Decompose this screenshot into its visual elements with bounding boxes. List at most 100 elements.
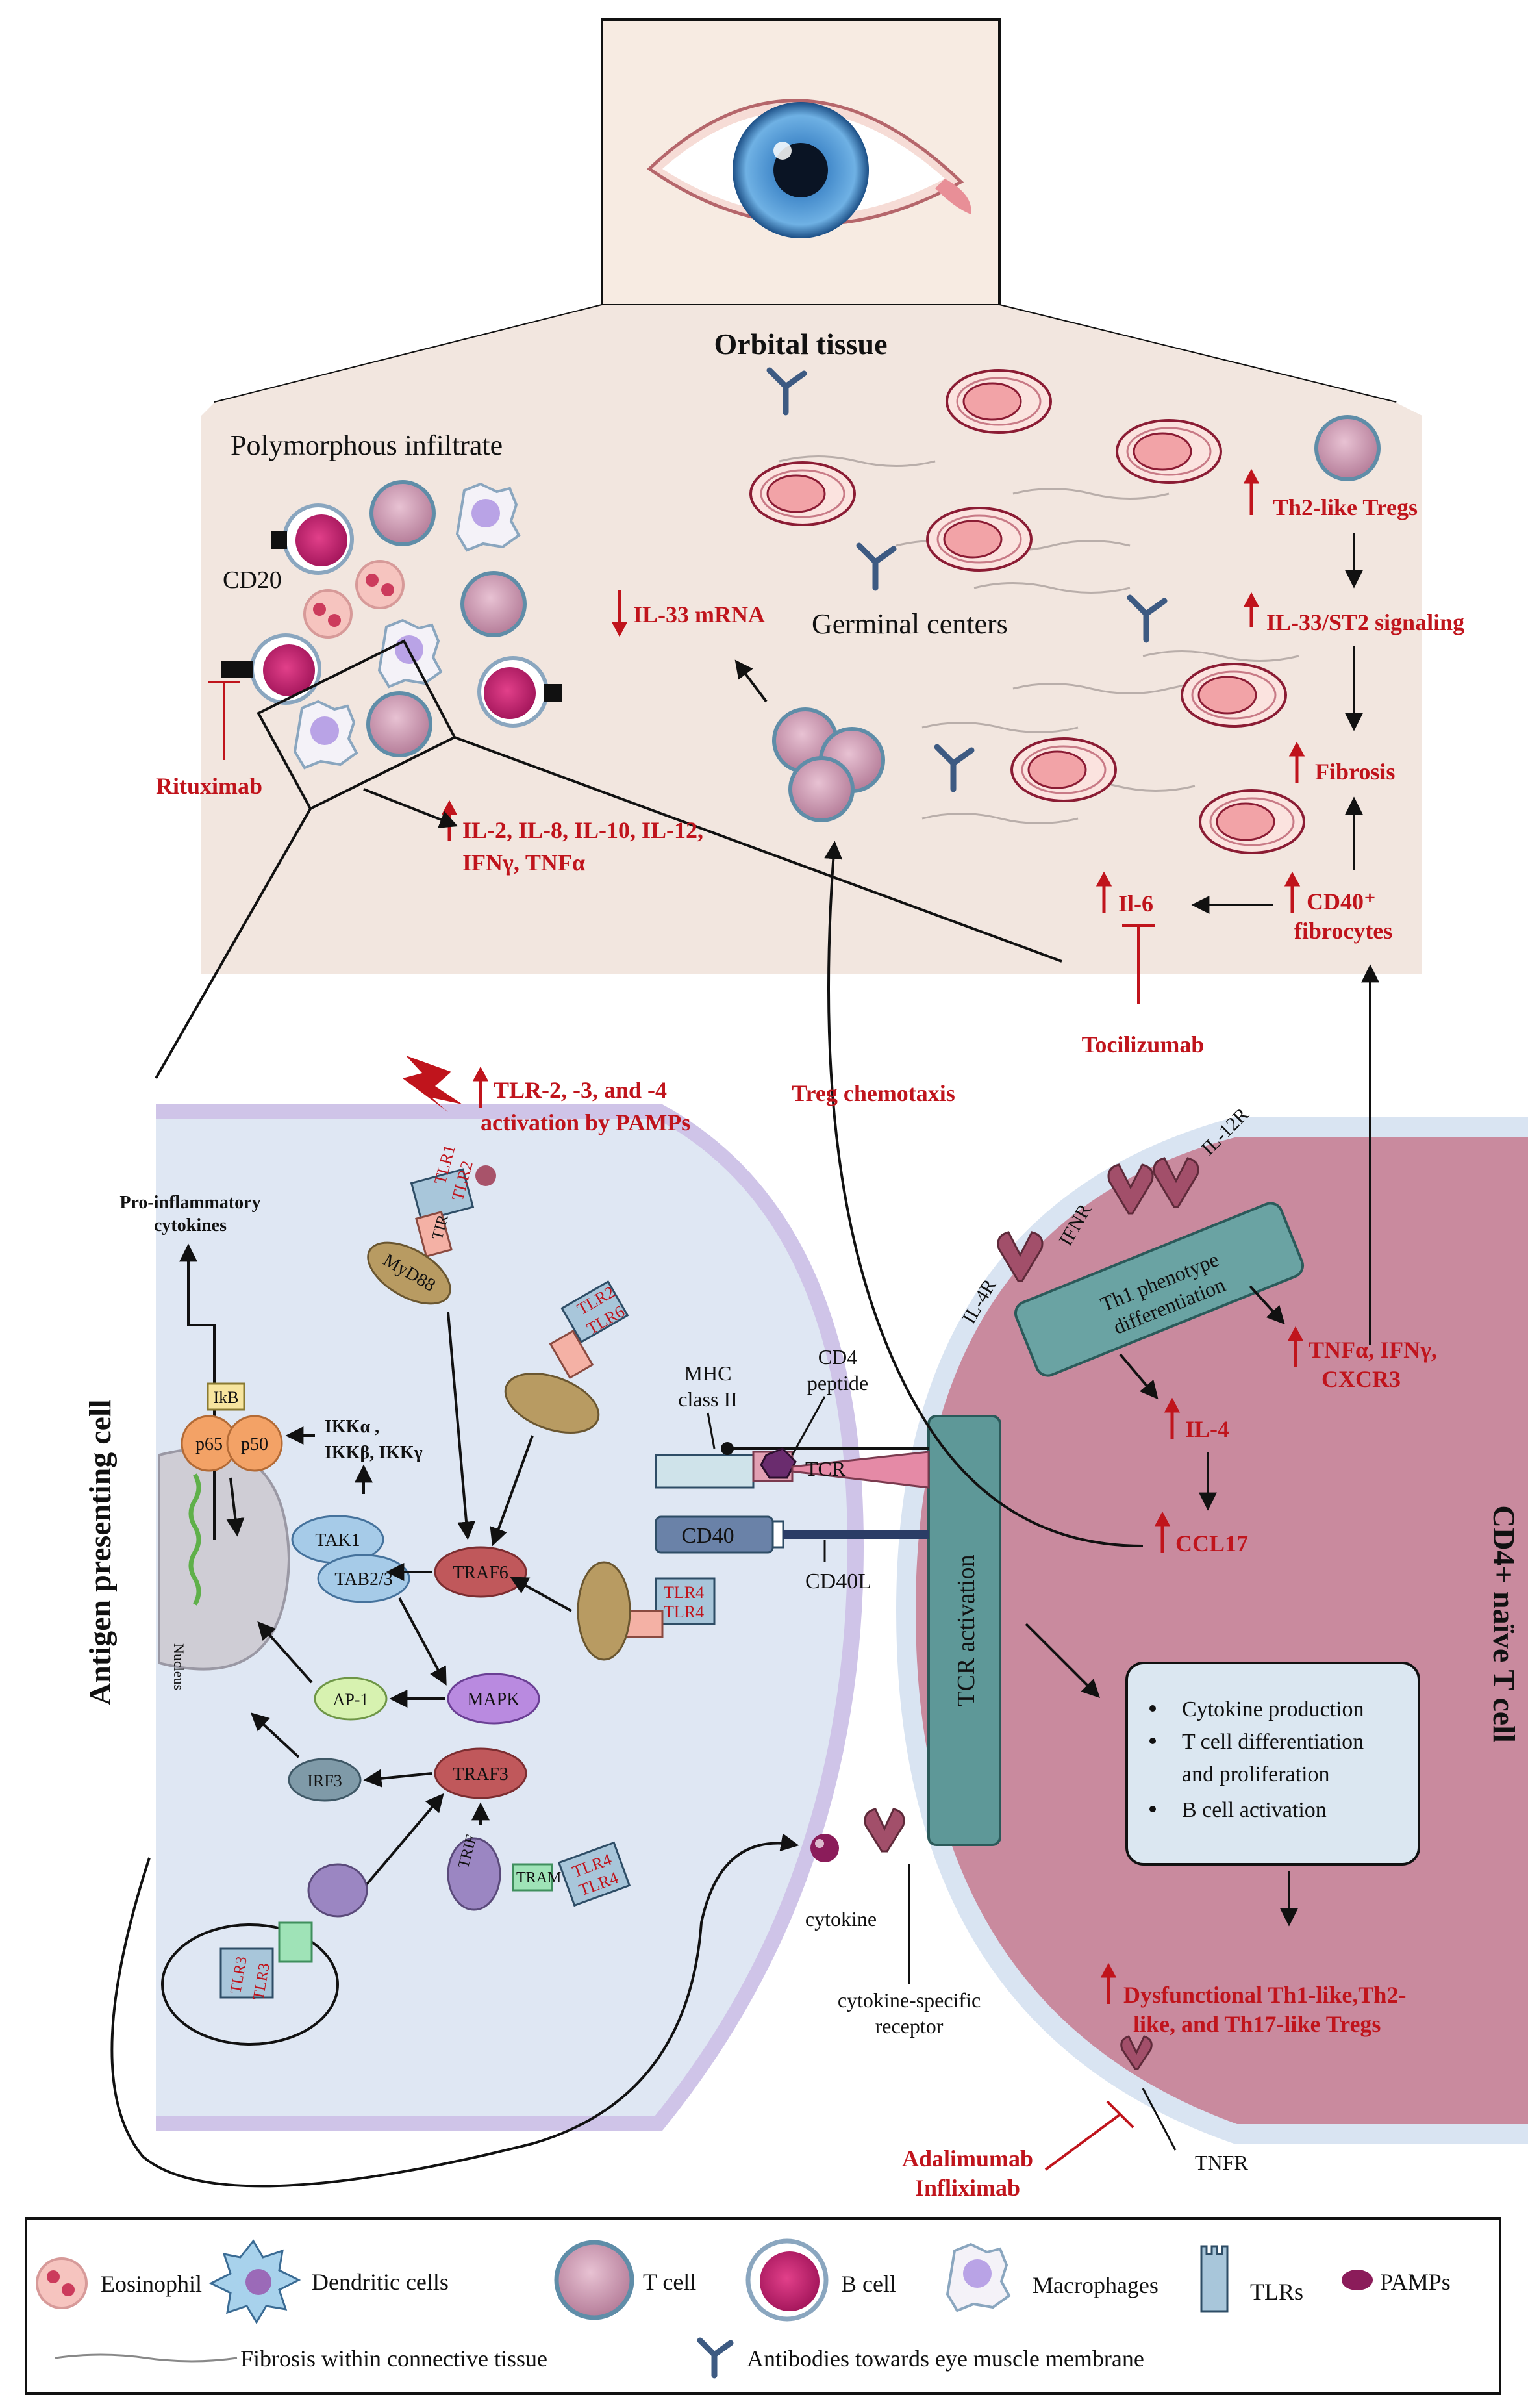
germinal-center-ovals bbox=[749, 369, 1305, 854]
ap1-label: AP-1 bbox=[333, 1690, 369, 1709]
mhc-tcr-synapse bbox=[655, 1442, 930, 1489]
mhc-line1: MHC bbox=[684, 1362, 732, 1385]
signaling-nodes bbox=[288, 1515, 540, 1802]
tlr4-surface-complex bbox=[577, 1561, 716, 1661]
tlr2-tlr6-complex bbox=[504, 1280, 629, 1434]
tak1-label: TAK1 bbox=[315, 1530, 360, 1551]
tlr-activation-line1: TLR-2, -3, and -4 bbox=[494, 1077, 667, 1103]
receptor-line2: receptor bbox=[875, 2014, 944, 2038]
zoom-box bbox=[155, 639, 1062, 1079]
trif-tram-tlr4-complex bbox=[447, 1837, 631, 1911]
legend-antibodies: Antibodies towards eye muscle membrane bbox=[747, 2346, 1144, 2372]
tcr-activation-box bbox=[927, 1415, 1001, 1846]
ikk-line2: IKKβ, IKKγ bbox=[325, 1443, 423, 1463]
germinal-centers-label: Germinal centers bbox=[812, 608, 1008, 640]
dys-line1: Dysfunctional Th1-like,Th2- bbox=[1123, 1982, 1406, 2008]
ccl17-label: CCL17 bbox=[1175, 1530, 1248, 1556]
ikk-line1: IKKα , bbox=[325, 1417, 379, 1437]
legend-fibrosis: Fibrosis within connective tissue bbox=[240, 2346, 547, 2372]
tcell-receptors bbox=[864, 1157, 1199, 2070]
tlr4-label-b: TLR4 bbox=[664, 1603, 704, 1621]
p50-label: p50 bbox=[241, 1434, 268, 1454]
il4-label: IL-4 bbox=[1185, 1416, 1229, 1442]
orbital-cytokines-line2: IFNγ, TNFα bbox=[462, 850, 585, 876]
treg-chemotaxis-label: Treg chemotaxis bbox=[792, 1080, 955, 1106]
cd40-label: CD40 bbox=[681, 1524, 734, 1548]
cytokine-secretion-curve bbox=[110, 1833, 799, 2188]
tcell-red-arrows bbox=[1100, 1326, 1304, 2004]
pamp-lightning bbox=[403, 1056, 462, 1112]
nucleus bbox=[158, 1447, 291, 1671]
tlr1-tlr2-complex bbox=[367, 1165, 496, 1305]
tcr-activation-label: TCR activation bbox=[953, 1554, 980, 1706]
legend-pamps: PAMPs bbox=[1380, 2269, 1451, 2295]
legend-dendritic: Dendritic cells bbox=[312, 2269, 449, 2295]
dys-line2: like, and Th17-like Tregs bbox=[1133, 2011, 1381, 2037]
orbital-cytokines-line1: IL-2, IL-8, IL-10, IL-12, bbox=[462, 817, 703, 843]
tocilizumab-label: Tocilizumab bbox=[1082, 1032, 1205, 1058]
infliximab-label: Infliximab bbox=[915, 2175, 1020, 2201]
outcome-bullet1: Cytokine production bbox=[1182, 1697, 1364, 1721]
tlr-activation-line2: activation by PAMPs bbox=[481, 1109, 690, 1135]
outcomes-box bbox=[1125, 1662, 1420, 1866]
traf6-label: TRAF6 bbox=[453, 1563, 508, 1583]
th2-treg-cell bbox=[1314, 415, 1381, 481]
cd4-line1: CD4 bbox=[818, 1345, 857, 1369]
legend-eosinophil: Eosinophil bbox=[101, 2271, 202, 2297]
cd40-fibrocytes-line1: CD40⁺ bbox=[1307, 889, 1376, 915]
outcome-bullet2b: and proliferation bbox=[1182, 1762, 1330, 1786]
tcr-label: TCR bbox=[805, 1457, 846, 1480]
traf3-label: TRAF3 bbox=[453, 1764, 508, 1784]
il33-st2-label: IL-33/ST2 signaling bbox=[1266, 609, 1464, 635]
adalimumab-label: Adalimumab bbox=[902, 2146, 1033, 2172]
nfkb-complex bbox=[181, 1382, 283, 1472]
legend-bcell: B cell bbox=[841, 2271, 896, 2297]
tnf-line2: CXCR3 bbox=[1321, 1366, 1401, 1392]
th2-tregs-label: Th2-like Tregs bbox=[1273, 494, 1418, 520]
legend-box bbox=[25, 2217, 1501, 2395]
tnfr-label: TNFR bbox=[1195, 2151, 1248, 2174]
cytokine-ball bbox=[810, 1834, 839, 1862]
tab23-label: TAB2/3 bbox=[334, 1569, 393, 1590]
legend-tcell: T cell bbox=[643, 2269, 696, 2295]
p65-label: p65 bbox=[195, 1434, 223, 1454]
infiltrate-cells bbox=[221, 480, 562, 770]
irf3-label: IRF3 bbox=[307, 1771, 342, 1790]
mhc-line2: class II bbox=[678, 1388, 738, 1411]
tnf-line1: TNFα, IFNγ, bbox=[1309, 1337, 1437, 1363]
orbital-tissue-panel bbox=[201, 304, 1422, 974]
fibrosis-label: Fibrosis bbox=[1315, 759, 1395, 785]
th1-differentiation-box bbox=[1014, 1202, 1305, 1377]
tlr4-label-a: TLR4 bbox=[664, 1583, 704, 1602]
outcome-bullet3: B cell activation bbox=[1182, 1798, 1327, 1822]
proinf-label-line2: cytokines bbox=[154, 1215, 227, 1236]
cd40l-label: CD40L bbox=[805, 1569, 871, 1593]
cd20-label: CD20 bbox=[223, 566, 282, 594]
nucleus-label: Nucleus bbox=[171, 1643, 187, 1690]
legend-tlrs: TLRs bbox=[1250, 2279, 1303, 2305]
proinf-label-line1: Pro-inflammatory bbox=[119, 1193, 260, 1213]
ikb-label: IkB bbox=[214, 1388, 239, 1407]
rituximab-label: Rituximab bbox=[156, 773, 262, 799]
receptor-line1: cytokine-specific bbox=[838, 1988, 981, 2012]
il6-label: Il-6 bbox=[1118, 891, 1153, 917]
tcell-arrows bbox=[824, 841, 1379, 1927]
middle-red-arrow bbox=[472, 1066, 489, 1108]
antibody-icons bbox=[766, 367, 1168, 792]
il33-mrna-label: IL-33 mRNA bbox=[633, 602, 765, 627]
orbital-arrows bbox=[363, 533, 1363, 914]
mapk-label: MAPK bbox=[468, 1690, 520, 1710]
cd40-cd40l bbox=[655, 1515, 929, 1554]
germinal-tcell-cluster bbox=[772, 707, 885, 822]
orbital-tissue-title: Orbital tissue bbox=[714, 327, 887, 361]
endosome-tlr3 bbox=[161, 1863, 368, 2046]
eye-illustration bbox=[601, 18, 1001, 307]
cd4-line2: peptide bbox=[807, 1371, 868, 1395]
apc-label: Antigen presenting cell bbox=[83, 1399, 118, 1705]
tcell-label: CD4+ naïve T cell bbox=[1486, 1505, 1521, 1743]
cd40-fibrocytes-line2: fibrocytes bbox=[1294, 918, 1392, 944]
tram-label: TRAM bbox=[516, 1869, 561, 1886]
polymorphous-infiltrate-label: Polymorphous infiltrate bbox=[231, 429, 503, 461]
legend-macrophages: Macrophages bbox=[1033, 2272, 1159, 2298]
